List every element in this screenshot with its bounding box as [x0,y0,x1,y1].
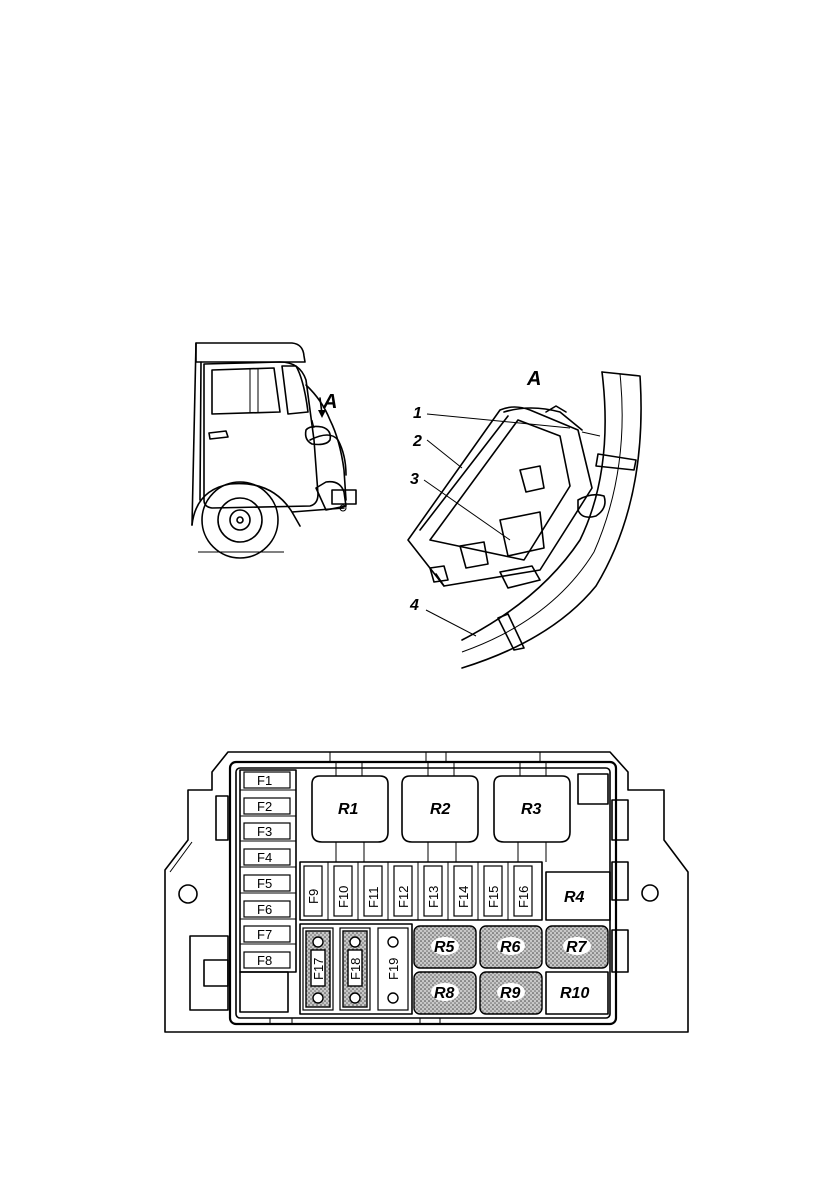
fuse-f19-label: F19 [386,958,401,980]
fuse-f17-label: F17 [311,958,326,980]
fuse-f2-label: F2 [257,799,272,814]
fuse-f12-label: F12 [396,886,411,908]
callout-3: 3 [410,471,419,488]
callout-2: 2 [412,433,422,450]
relay-r5-label: R5 [434,939,456,956]
fuse-f9-label: F9 [306,889,321,904]
callout-1: 1 [413,405,422,422]
detail-view-title: A [526,368,541,390]
fuse-f3-label: F3 [257,824,272,839]
relay-r1-label: R1 [338,801,359,818]
fuse-f13-label: F13 [426,886,441,908]
fuse-f10-label: F10 [336,886,351,908]
fuse-f6-label: F6 [257,902,272,917]
fuse-f16-label: F16 [516,886,531,908]
fuse-f1-label: F1 [257,773,272,788]
relay-r9-label: R9 [500,985,521,1002]
fuse-f14-label: F14 [456,886,471,908]
relay-r8-label: R8 [434,985,455,1002]
fuse-f7-label: F7 [257,927,272,942]
truck-callout-label: A [322,391,337,413]
fuse-box-mount-illustration [408,372,641,668]
fuse-f11-label: F11 [366,887,381,908]
truck-cab-illustration [192,343,356,558]
fuse-f5-label: F5 [257,876,272,891]
relay-r10-label: R10 [560,985,589,1002]
relay-r6-label: R6 [500,939,521,956]
fuse-f8-label: F8 [257,953,272,968]
relay-r7-label: R7 [566,939,588,956]
callout-4: 4 [409,597,419,614]
relay-r3-label: R3 [521,801,542,818]
fuse-f4-label: F4 [257,850,272,865]
fuse-f15-label: F15 [486,886,501,908]
fuse-f18-label: F18 [348,958,363,980]
relay-r4-label: R4 [564,889,585,906]
relay-r2-label: R2 [430,801,451,818]
